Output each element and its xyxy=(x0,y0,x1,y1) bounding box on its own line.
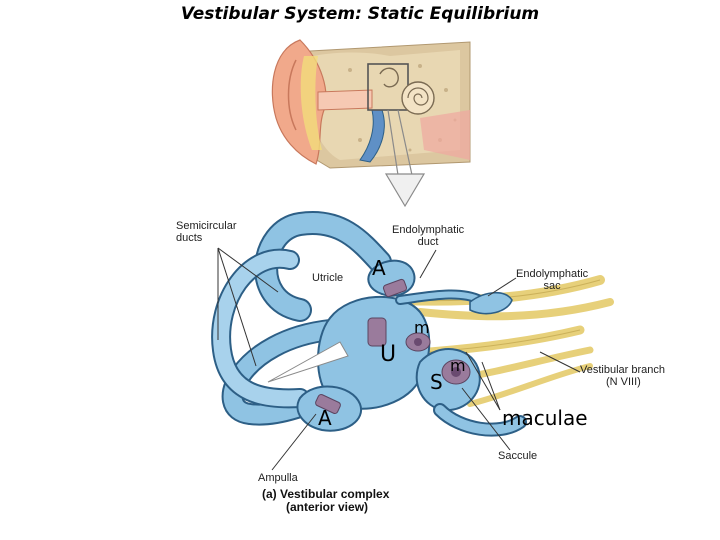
utricle-label: Utricle xyxy=(312,272,344,284)
annotation-macula-2: m xyxy=(450,356,466,375)
zoom-arrow xyxy=(384,173,426,208)
page-title: Vestibular System: Static Equilibrium xyxy=(180,4,540,24)
vestibular-branch-label: Vestibular branch (N VIII) xyxy=(580,364,665,388)
annotation-maculae: maculae xyxy=(502,406,588,430)
endolymphatic-duct-label: Endolymphatic duct xyxy=(392,224,465,248)
saccule-label: Saccule xyxy=(498,450,538,462)
vestibular-complex xyxy=(211,211,614,437)
leader-lines xyxy=(217,247,581,471)
semicircular-ducts-label: Semicircular ducts xyxy=(176,220,237,244)
ampulla-label: Ampulla xyxy=(258,472,298,484)
annotation-ampulla-top: A xyxy=(372,256,386,280)
annotation-saccule: S xyxy=(430,370,443,394)
annotation-macula-1: m xyxy=(414,318,430,337)
endolymphatic-sac-label: Endolymphatic sac xyxy=(516,268,589,292)
annotation-utricle: U xyxy=(380,342,397,367)
figure-caption: (a) Vestibular complex (anterior view) xyxy=(262,487,390,514)
annotation-ampulla-bottom: A xyxy=(318,406,332,430)
ear-inset xyxy=(271,39,471,169)
zoom-indicator xyxy=(387,109,413,176)
